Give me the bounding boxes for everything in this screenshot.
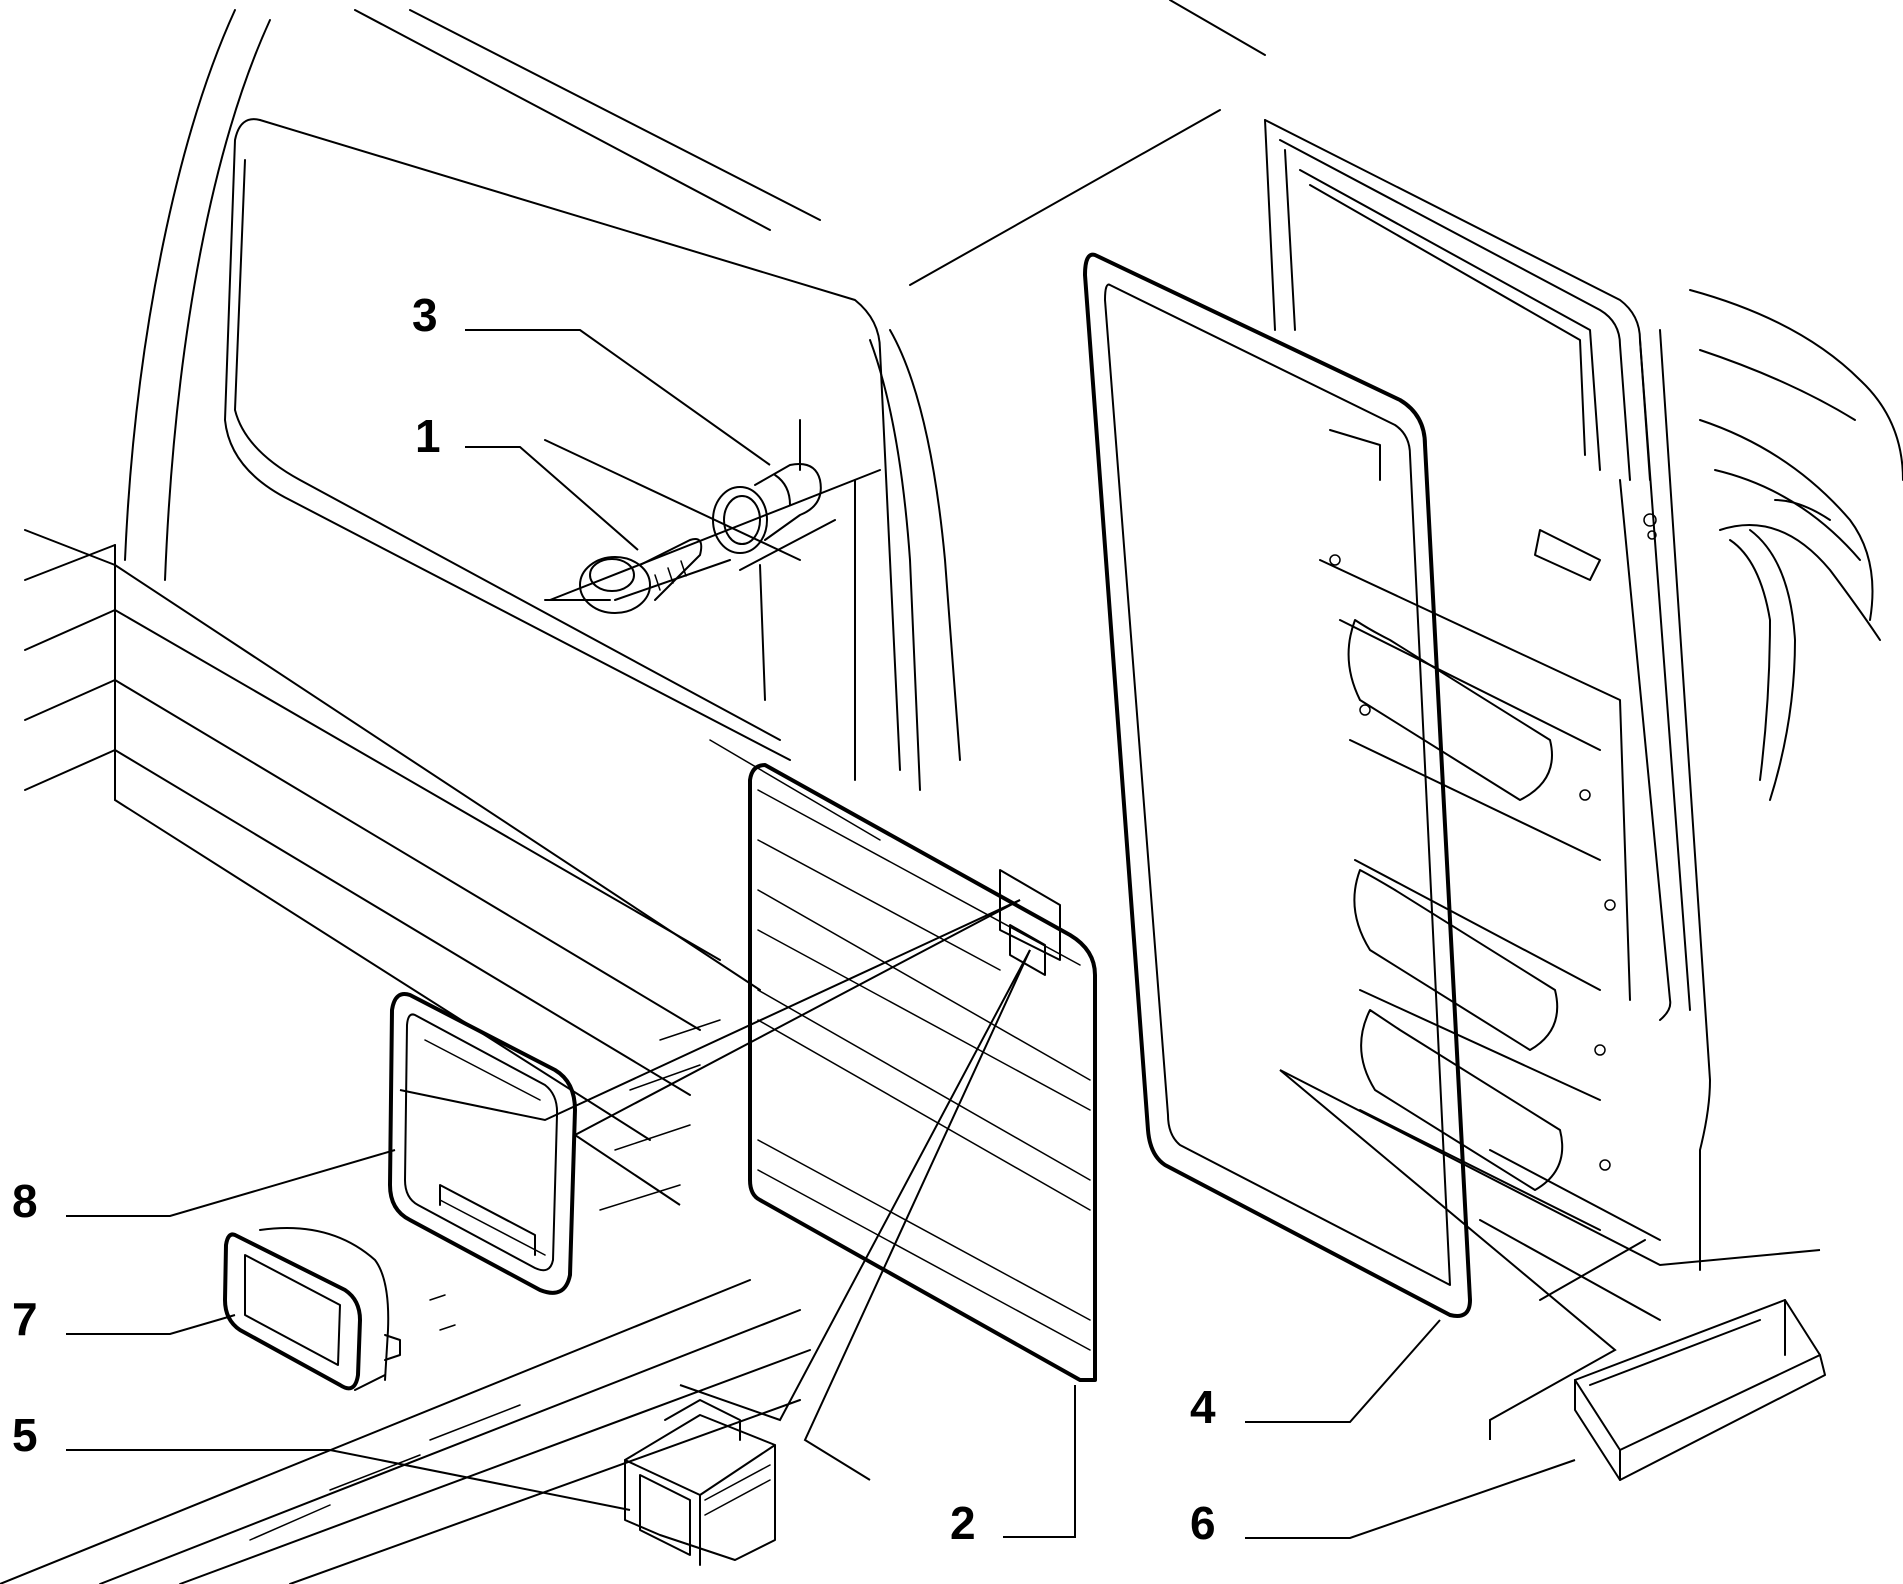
part-4-seal bbox=[1083, 252, 1472, 1318]
leader-3 bbox=[465, 329, 771, 466]
part-8-handle-housing bbox=[388, 992, 577, 1295]
leader-6 bbox=[1245, 1459, 1576, 1539]
leader-7 bbox=[66, 1314, 236, 1335]
cab-wheel-arch bbox=[1689, 289, 1903, 801]
callout-5: 5 bbox=[12, 1409, 38, 1461]
leader-2 bbox=[1003, 1385, 1076, 1538]
callout-7: 7 bbox=[12, 1293, 38, 1345]
callout-2: 2 bbox=[950, 1497, 976, 1549]
leader-lines bbox=[66, 329, 1821, 1539]
part-6-bracket bbox=[1574, 1299, 1826, 1481]
leader-5 bbox=[66, 1449, 631, 1511]
part-2-panel bbox=[748, 763, 1097, 1382]
part-3-plug bbox=[712, 463, 822, 554]
leader-8 bbox=[66, 1149, 396, 1217]
leader-1 bbox=[465, 446, 639, 551]
callout-6: 6 bbox=[1190, 1497, 1216, 1549]
leader-4 bbox=[1245, 1319, 1441, 1423]
rear-door bbox=[1264, 119, 1711, 1321]
callout-8: 8 bbox=[12, 1175, 38, 1227]
callout-1: 1 bbox=[415, 410, 441, 462]
part-5-stopper bbox=[624, 1399, 776, 1566]
part-1-screw bbox=[579, 538, 703, 614]
callout-4: 4 bbox=[1190, 1381, 1216, 1433]
part-7-handle-bezel bbox=[223, 1227, 401, 1391]
cargo-bed bbox=[0, 529, 881, 1584]
callout-3: 3 bbox=[412, 289, 438, 341]
